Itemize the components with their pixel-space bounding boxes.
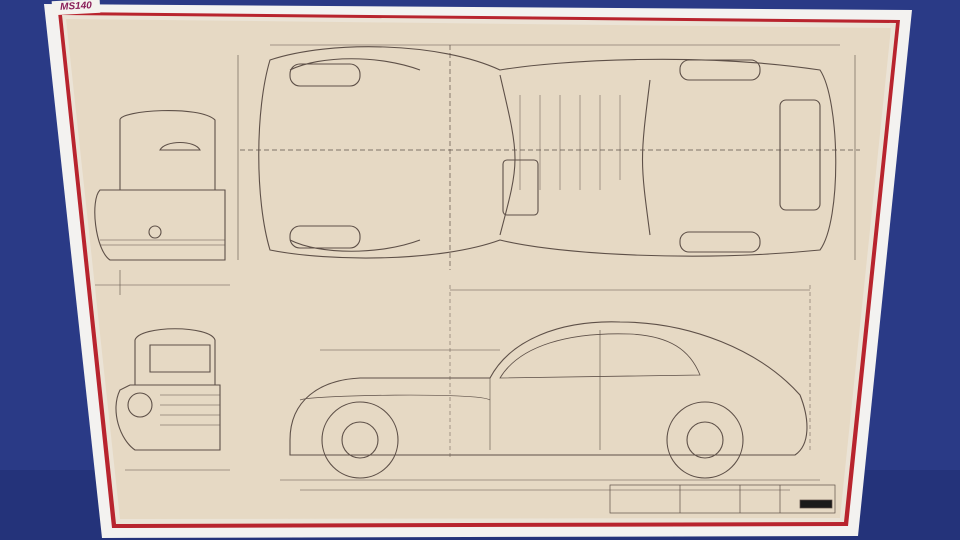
inventory-label: MS140 <box>51 0 101 16</box>
front-view-lower <box>115 328 230 471</box>
top-view <box>237 44 860 270</box>
blueprint-drawing <box>94 44 860 514</box>
rear-wheel <box>666 401 744 479</box>
front-view-upper <box>94 109 230 295</box>
blueprint-paper <box>66 19 891 519</box>
side-view <box>280 285 820 491</box>
title-block <box>609 484 836 514</box>
front-wheel <box>321 401 399 479</box>
